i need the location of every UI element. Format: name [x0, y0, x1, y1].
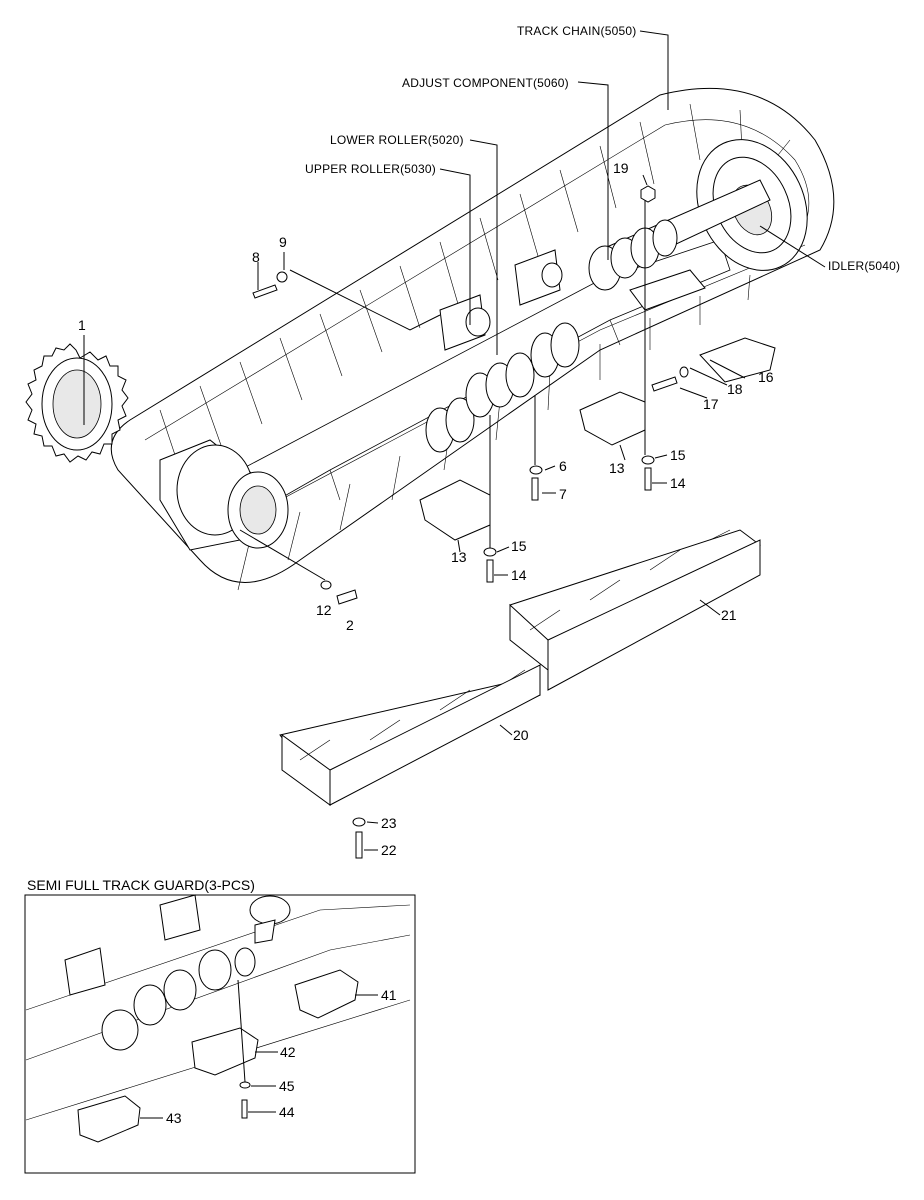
track-chain-label: TRACK CHAIN(5050)	[517, 24, 636, 38]
item-7: 7	[559, 486, 567, 502]
guard-42	[191, 1027, 259, 1076]
inset-title: SEMI FULL TRACK GUARD(3-PCS)	[27, 877, 255, 893]
track-guard-21	[509, 529, 761, 691]
item-44: 44	[279, 1104, 295, 1120]
item-18: 18	[727, 381, 743, 397]
lower-rollers	[425, 322, 580, 453]
item-13-left: 13	[451, 549, 467, 565]
item-12: 12	[316, 602, 332, 618]
item-9: 9	[279, 234, 287, 250]
item-14-left: 14	[511, 567, 527, 583]
item-14-right: 14	[670, 475, 686, 491]
item-16: 16	[758, 369, 774, 385]
guard-41	[294, 969, 359, 1019]
sprocket	[25, 343, 129, 463]
item-15-left: 15	[511, 538, 527, 554]
track-assembly	[110, 87, 835, 591]
item-42: 42	[280, 1044, 296, 1060]
item-6: 6	[559, 458, 567, 474]
item-8: 8	[252, 249, 260, 265]
item-20: 20	[513, 727, 529, 743]
item-13-right: 13	[609, 460, 625, 476]
item-17: 17	[703, 396, 719, 412]
upper-roller-label: UPPER ROLLER(5030)	[305, 162, 436, 176]
hardware	[252, 185, 689, 859]
adjust-component-label: ADJUST COMPONENT(5060)	[402, 76, 569, 90]
item-15-right: 15	[670, 447, 686, 463]
item-43: 43	[166, 1110, 182, 1126]
item-2: 2	[346, 617, 354, 633]
travel-motor	[159, 439, 289, 551]
item-19: 19	[613, 160, 629, 176]
guard-43	[77, 1095, 141, 1143]
item-1: 1	[78, 317, 86, 333]
track-guard-20	[279, 664, 541, 806]
leader-lines	[83, 30, 826, 851]
guard-plate-16	[699, 337, 776, 383]
bracket-13-left	[419, 479, 491, 541]
item-23: 23	[381, 815, 397, 831]
item-41: 41	[381, 987, 397, 1003]
item-21: 21	[721, 607, 737, 623]
item-45: 45	[279, 1078, 295, 1094]
idler-label: IDLER(5040)	[828, 259, 900, 273]
bracket-13-right	[579, 391, 646, 446]
item-22: 22	[381, 842, 397, 858]
lower-roller-label: LOWER ROLLER(5020)	[330, 133, 464, 147]
semi-full-track-guard-inset: SEMI FULL TRACK GUARD(3-PCS) 41 42	[24, 877, 416, 1174]
